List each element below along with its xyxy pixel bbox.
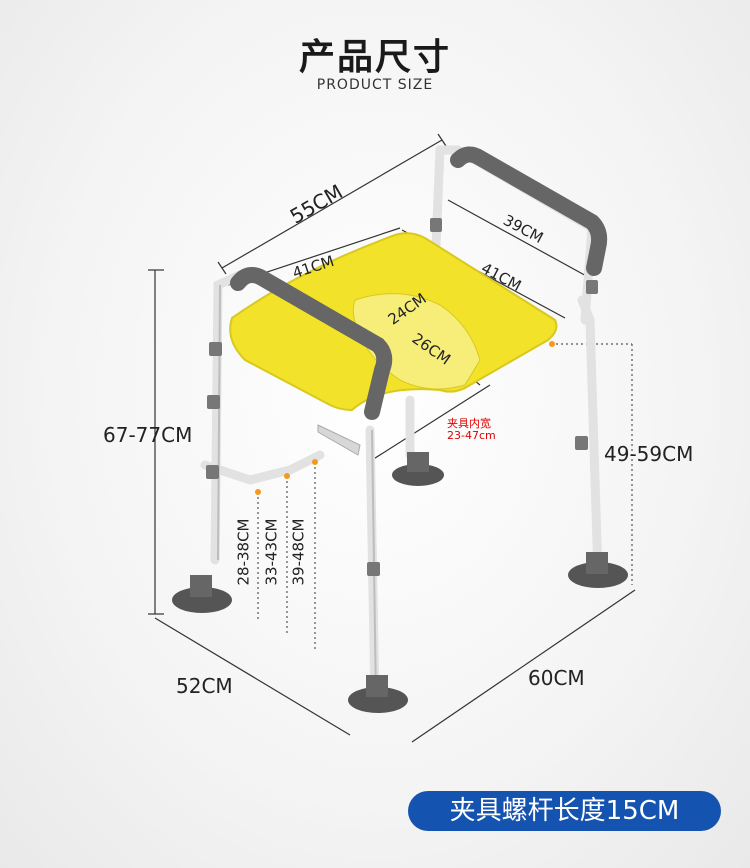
dim-step-3: 39-48CM <box>289 518 308 586</box>
dim-total-height: 67-77CM <box>103 423 193 447</box>
armrest-left <box>230 266 393 420</box>
clamp-screw-banner: 夹具螺杆长度15CM <box>408 791 721 831</box>
dim-step-2: 33-43CM <box>262 518 281 586</box>
accent-dots <box>255 341 555 495</box>
dimension-lines <box>148 133 636 743</box>
dim-seat-height: 49-59CM <box>604 442 694 466</box>
clamp-note-value: 23-47cm <box>447 429 496 442</box>
page-title: 产品尺寸 <box>298 37 451 78</box>
dim-step-1: 28-38CM <box>234 518 253 586</box>
page-subtitle: PRODUCT SIZE <box>316 77 434 93</box>
clamp-note-label: 夹具内宽 <box>447 417 491 430</box>
dim-depth: 52CM <box>176 674 233 698</box>
suction-feet <box>172 452 628 713</box>
armrest-right <box>450 146 608 276</box>
clamp-note: 夹具内宽 23-47cm <box>447 418 496 442</box>
dim-length: 60CM <box>528 666 585 690</box>
